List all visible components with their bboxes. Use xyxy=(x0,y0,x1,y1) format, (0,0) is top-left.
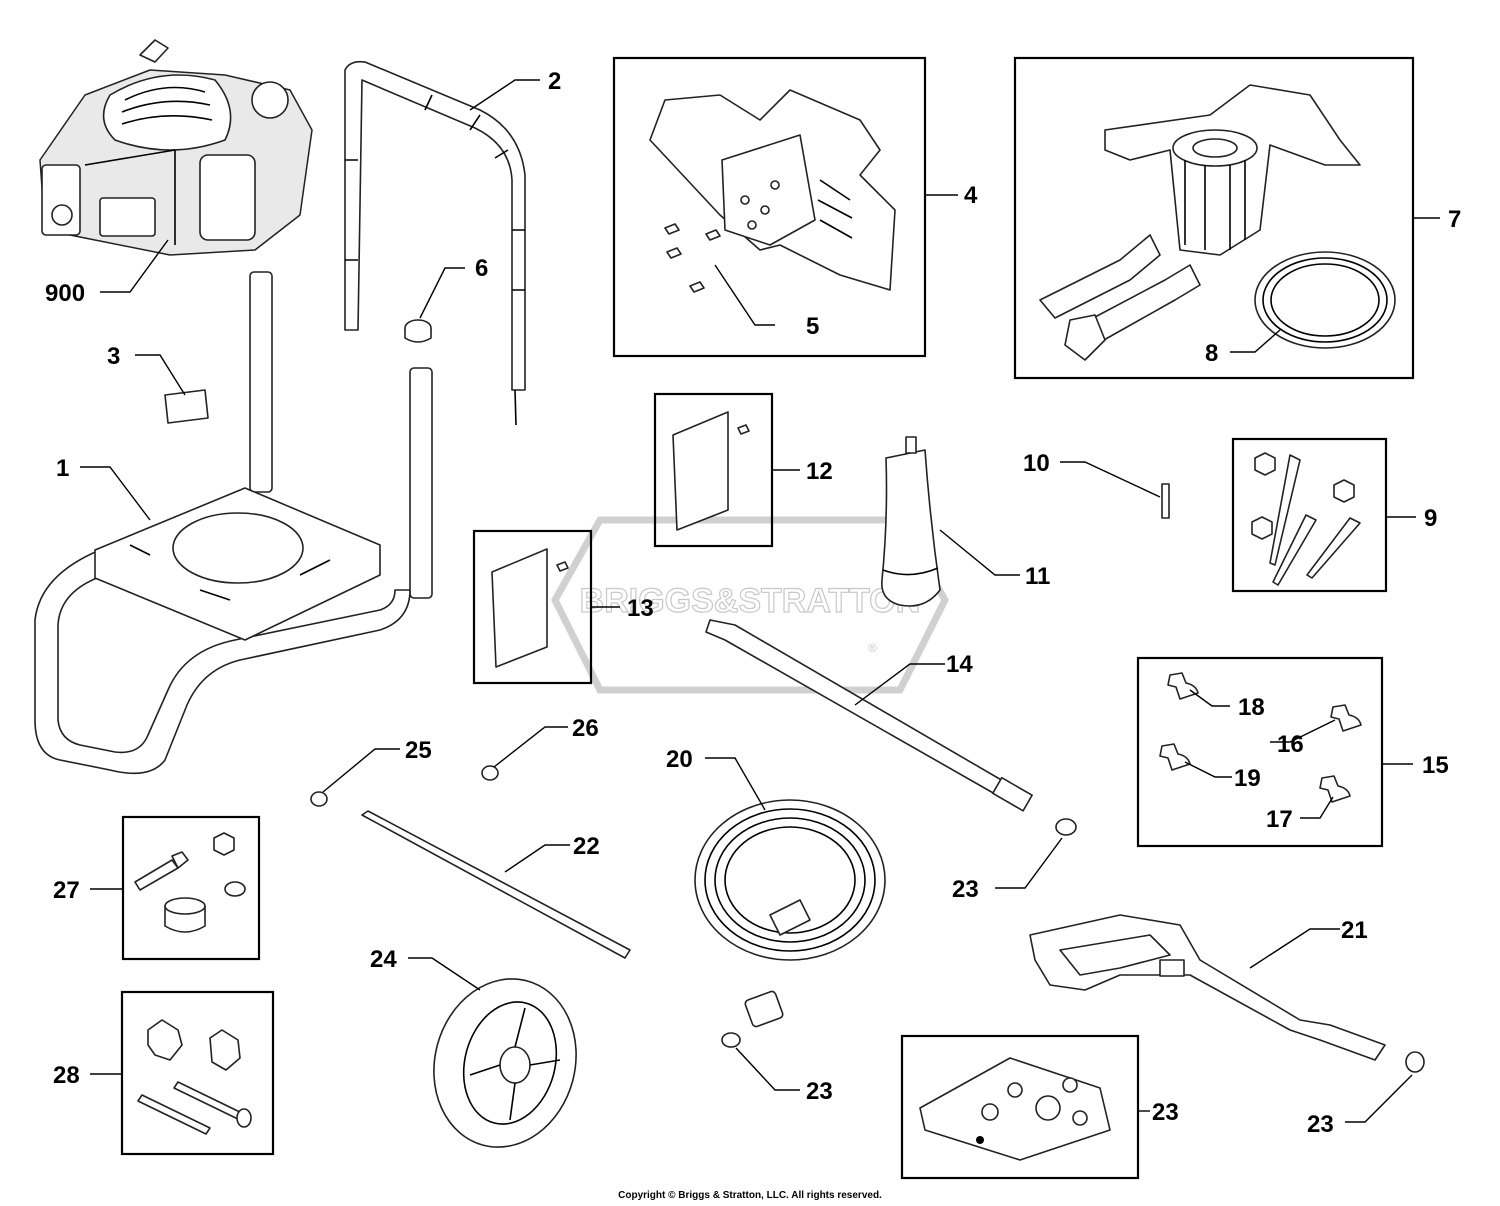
callout-4: 4 xyxy=(964,182,978,209)
callout-8: 8 xyxy=(1205,340,1218,367)
callout-numbers: 900 2 3 1 4 5 6 7 8 9 10 11 12 13 14 15 … xyxy=(45,68,1461,1138)
bottle-part-11 xyxy=(881,436,941,607)
cover-part-12 xyxy=(672,411,750,531)
knobs-part-28 xyxy=(137,1019,252,1135)
callout-26: 26 xyxy=(572,715,599,742)
frame-part-1 xyxy=(34,271,433,775)
washer-part-25 xyxy=(310,791,328,807)
lance-part-14 xyxy=(705,619,1033,812)
callout-5: 5 xyxy=(806,313,819,340)
callout-14: 14 xyxy=(946,651,973,678)
part-box-27 xyxy=(121,815,261,961)
callout-9: 9 xyxy=(1424,505,1437,532)
o-ring-part-23-hose xyxy=(721,1032,741,1048)
callout-20: 20 xyxy=(666,746,693,773)
part-box-4 xyxy=(612,56,927,358)
wheel-part-24 xyxy=(433,978,577,1148)
spray-gun-part-21 xyxy=(1029,914,1386,1061)
part-box-23-kit xyxy=(900,1034,1140,1180)
pump-part-7 xyxy=(1039,84,1396,361)
callout-900: 900 xyxy=(45,280,85,307)
callout-13: 13 xyxy=(627,595,654,622)
key-part-10 xyxy=(1161,483,1170,519)
callout-28: 28 xyxy=(53,1062,80,1089)
registered-mark: ® xyxy=(868,641,877,655)
callout-15: 15 xyxy=(1422,752,1449,779)
callout-23-gun: 23 xyxy=(1307,1111,1334,1138)
o-ring-part-23-gun xyxy=(1405,1051,1425,1073)
callout-23-hose: 23 xyxy=(806,1078,833,1105)
o-ring-part-23-lance xyxy=(1055,818,1077,836)
washer-part-26 xyxy=(481,765,499,781)
callout-25: 25 xyxy=(405,737,432,764)
callout-10: 10 xyxy=(1023,450,1050,477)
part-box-28 xyxy=(120,990,275,1156)
callout-11: 11 xyxy=(1025,563,1050,590)
callout-7: 7 xyxy=(1448,206,1461,233)
callout-3: 3 xyxy=(107,343,120,370)
nozzles-part-15 xyxy=(1159,672,1362,803)
watermark-text: BRIGGS&STRATTON xyxy=(580,582,921,620)
plug-part-6 xyxy=(404,319,432,343)
engine-part-900 xyxy=(39,39,313,256)
callout-12: 12 xyxy=(806,458,833,485)
callout-23-kit: 23 xyxy=(1152,1099,1179,1126)
axle-part-22 xyxy=(361,810,631,959)
copyright-notice: Copyright © Briggs & Stratton, LLC. All … xyxy=(618,1190,882,1201)
briggs-stratton-watermark-logo: BRIGGS&STRATTON ® xyxy=(551,516,949,694)
callout-27: 27 xyxy=(53,877,80,904)
hardware-part-27 xyxy=(134,832,246,933)
callout-22: 22 xyxy=(573,833,600,860)
leader-lines xyxy=(80,79,1440,1123)
screws-part-5 xyxy=(664,223,721,293)
hose-part-20 xyxy=(694,799,886,1028)
callout-24: 24 xyxy=(370,946,397,973)
callout-1: 1 xyxy=(56,455,69,482)
callout-16: 16 xyxy=(1277,731,1304,758)
panel-part-4 xyxy=(649,89,896,291)
callout-6: 6 xyxy=(475,255,488,282)
callout-18: 18 xyxy=(1238,694,1265,721)
handle-part-2 xyxy=(344,60,526,426)
callout-23-lance: 23 xyxy=(952,876,979,903)
part-box-15 xyxy=(1136,656,1384,848)
callout-17: 17 xyxy=(1266,806,1293,833)
label-part-3 xyxy=(164,389,209,424)
part-box-9 xyxy=(1231,437,1388,593)
callout-21: 21 xyxy=(1341,917,1368,944)
bolts-part-9 xyxy=(1251,452,1361,586)
o-ring-kit-part-23 xyxy=(919,1057,1111,1161)
callout-2: 2 xyxy=(548,68,561,95)
cover-part-13 xyxy=(491,548,569,668)
callout-19: 19 xyxy=(1234,765,1261,792)
